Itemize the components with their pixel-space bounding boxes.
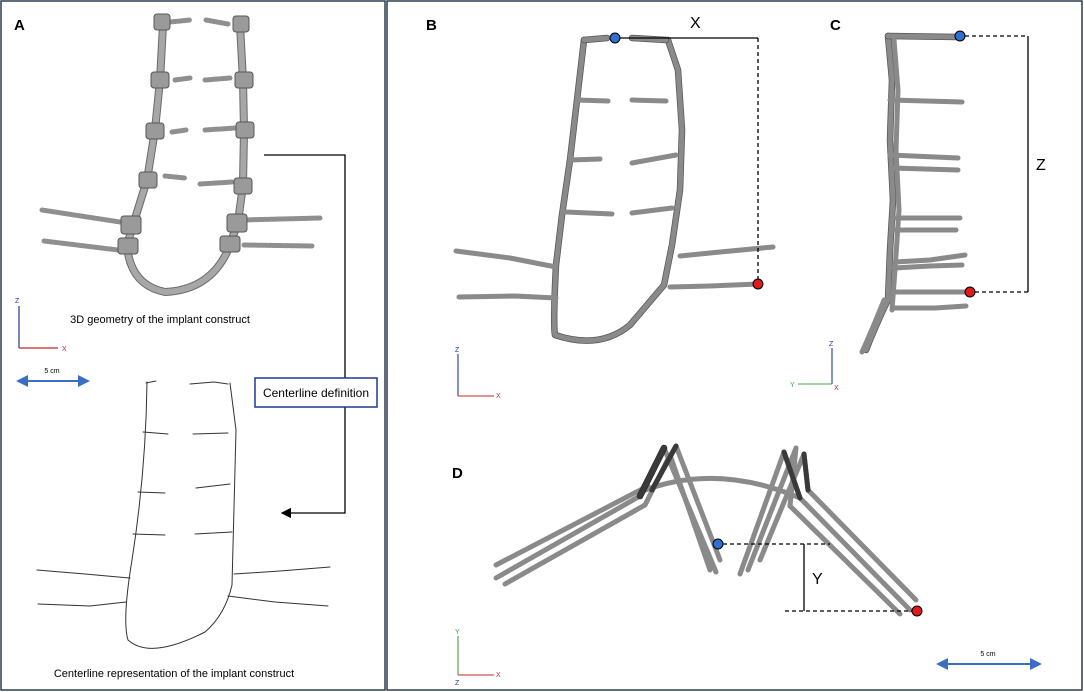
panel-d-letter: D xyxy=(452,465,463,482)
svg-text:Z: Z xyxy=(455,680,460,687)
marker-blue-b xyxy=(609,32,621,44)
dimension-z-label: Z xyxy=(1036,157,1046,174)
svg-text:Y: Y xyxy=(455,629,460,636)
caption-centerline: Centerline representation of the implant… xyxy=(54,668,294,680)
svg-text:X: X xyxy=(62,346,67,353)
panel-c-letter: C xyxy=(830,17,841,34)
panel-b-letter: B xyxy=(426,17,437,34)
implant-side-view xyxy=(859,32,969,355)
svg-text:Z: Z xyxy=(15,298,20,305)
svg-text:5 cm: 5 cm xyxy=(44,368,59,375)
panel-a-letter: A xyxy=(14,17,25,34)
scale-bar-a: 5 cm xyxy=(16,368,90,387)
caption-3d-geometry: 3D geometry of the implant construct xyxy=(70,314,250,326)
axes-b: Z X xyxy=(455,347,501,400)
svg-text:X: X xyxy=(834,385,839,392)
svg-text:X: X xyxy=(496,393,501,400)
axes-c: Z Y X xyxy=(790,341,839,392)
svg-text:X: X xyxy=(496,672,501,679)
implant-top-view xyxy=(493,443,919,617)
axes-a: Z X xyxy=(15,298,67,353)
panel-bcd-frame xyxy=(386,0,1083,691)
svg-text:Z: Z xyxy=(455,347,460,354)
marker-red-c xyxy=(964,286,976,298)
marker-blue-c xyxy=(954,30,966,42)
implant-3d-geometry xyxy=(39,13,323,296)
svg-text:Centerline definition: Centerline definition xyxy=(263,386,369,400)
svg-text:Z: Z xyxy=(829,341,834,348)
svg-text:5 cm: 5 cm xyxy=(980,651,995,658)
panel-a-frame xyxy=(0,0,386,691)
centerline-representation xyxy=(36,380,331,649)
svg-text:Y: Y xyxy=(790,382,795,389)
centerline-connector xyxy=(264,154,346,519)
marker-red-d xyxy=(911,605,923,617)
axes-d: Y X Z xyxy=(455,629,501,687)
scale-bar-d: 5 cm xyxy=(936,651,1042,670)
marker-red-b xyxy=(752,278,764,290)
dimension-y-label: Y xyxy=(812,571,823,588)
dimension-x-label: X xyxy=(690,15,701,32)
implant-front-view xyxy=(453,34,776,344)
centerline-definition-box: Centerline definition xyxy=(254,377,378,408)
marker-blue-d xyxy=(712,538,724,550)
